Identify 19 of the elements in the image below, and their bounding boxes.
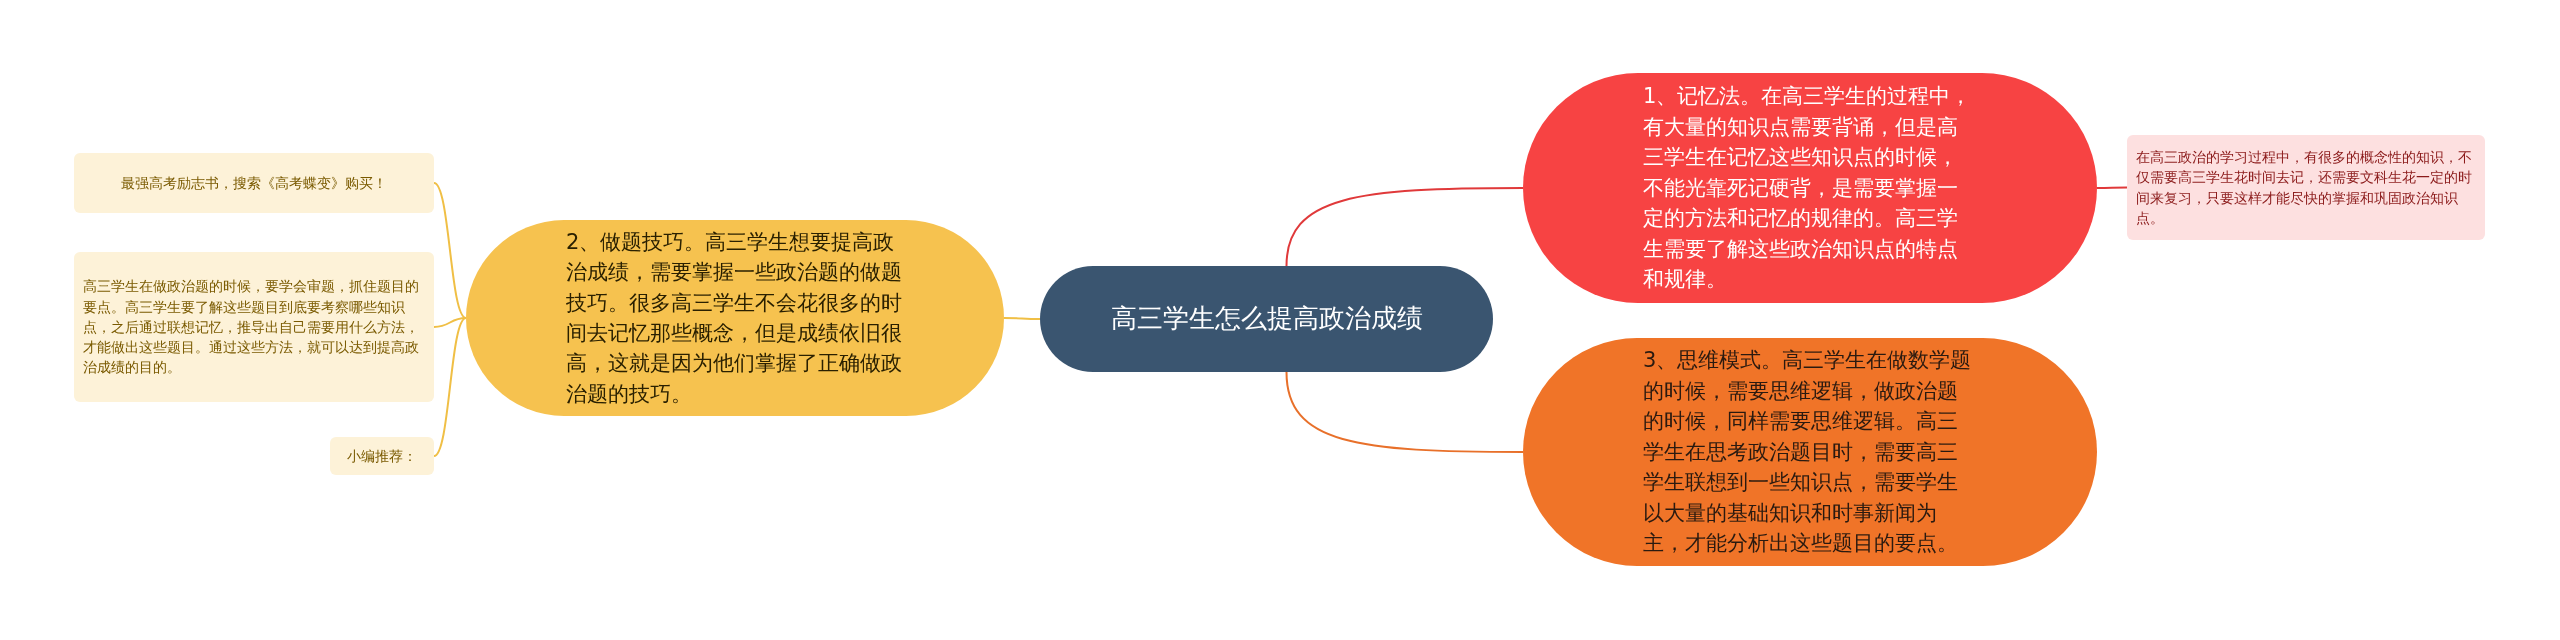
branch-text: 1、记忆法。在高三学生的过程中，有大量的知识点需要背诵，但是高三学生在记忆这些知识点的时候，不能光靠死记硬背，是需要掌握一定的方法和记忆的规律的。高三学生需要了解这些政治知识点的特点和规律。 <box>1643 83 1973 294</box>
note-text: 最强高考励志书，搜索《高考蝶变》购买！ <box>121 173 387 193</box>
connector-line <box>1285 371 1524 453</box>
connector-line <box>433 317 467 457</box>
note-text: 高三学生在做政治题的时候，要学会审题，抓住题目的要点。高三学生要了解这些题目到底要考察哪些知识点，之后通过联想记忆，推导出自己需要用什么方法，才能做出这些题目。通过这些方法，就可以达到提高政治成绩的目的。 <box>83 277 420 378</box>
connector-line <box>433 317 467 328</box>
note-card <box>74 252 434 402</box>
connector-line <box>433 182 467 319</box>
branch-text: 3、思维模式。高三学生在做数学题的时候，需要思维逻辑，做政治题的时候，同样需要思维逻辑。高三学生在思考政治题目时，需要高三学生联想到一些知识点，需要学生以大量的基础知识和时事新闻为主，才能分析出这些题目的要点。 <box>1643 347 1973 558</box>
note-text: 在高三政治的学习过程中，有很多的概念性的知识，不仅需要高三学生花时间去记，还需要文科生花一定的时间来复习，只要这样才能尽快的掌握和巩固政治知识点。 <box>2136 147 2473 228</box>
branch-text: 2、做题技巧。高三学生想要提高政治成绩，需要掌握一些政治题的做题技巧。很多高三学生不会花很多的时间去记忆那些概念，但是成绩依旧很高，这就是因为他们掌握了正确做政治题的技巧。 <box>566 228 903 408</box>
note-text: 小编推荐： <box>347 446 417 466</box>
note-card <box>74 153 434 213</box>
connector-line <box>2096 186 2128 189</box>
note-card <box>330 437 434 475</box>
note-card <box>2127 135 2485 240</box>
connector-line <box>1003 317 1041 320</box>
connector-line <box>1285 187 1524 267</box>
topic-text: 高三学生怎么提高政治成绩 <box>1110 302 1423 336</box>
